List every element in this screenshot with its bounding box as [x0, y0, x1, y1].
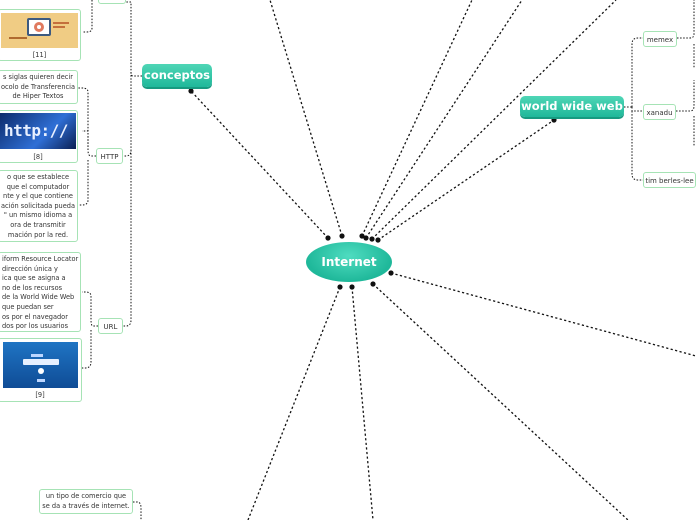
tag-http[interactable]: HTTP	[96, 148, 123, 164]
image-11	[1, 13, 78, 48]
image-caption: [11]	[32, 51, 47, 59]
connector-top-3	[365, 0, 523, 239]
topic-conceptos[interactable]: conceptos	[142, 64, 212, 87]
image-card-9[interactable]: [9]	[0, 338, 82, 402]
topic-world-wide-web[interactable]: world wide web	[520, 96, 624, 117]
image-card-8[interactable]: http:// [8]	[0, 110, 78, 163]
image-8: http://	[0, 113, 76, 149]
image-card-11[interactable]: [11]	[0, 9, 81, 61]
note-url-definition: iform Resource Locator dirección única y…	[0, 252, 81, 332]
connector-top-2	[361, 0, 473, 237]
partial-tag-top[interactable]	[98, 0, 126, 4]
note-http-acronym: s siglas quieren decir ocolo de Transfer…	[0, 70, 78, 104]
image-9	[3, 342, 78, 388]
tag-tim-berners-lee[interactable]: tim berles-lee	[643, 172, 696, 188]
note-commerce: un tipo de comercio que se da a través d…	[39, 489, 133, 514]
http-address-graphic: http://	[4, 121, 68, 140]
connector-top-1	[269, 0, 343, 237]
illustration-icon	[9, 18, 69, 39]
connector-conceptos	[190, 90, 329, 239]
connector-top-4	[371, 0, 617, 240]
central-topic-internet[interactable]: Internet	[306, 242, 392, 282]
tag-url[interactable]: URL	[98, 318, 123, 334]
connector-right	[390, 272, 696, 357]
note-http-protocol: o que se establece que el computador nte…	[0, 170, 78, 242]
web-diagram-icon	[23, 354, 59, 382]
connector-www	[377, 119, 555, 241]
connector-bottom-3	[372, 283, 629, 520]
tag-xanadu[interactable]: xanadu	[643, 104, 676, 120]
image-caption: [9]	[35, 391, 45, 399]
image-caption: [8]	[33, 153, 43, 161]
connector-bottom-1	[247, 286, 341, 520]
tag-memex[interactable]: memex	[643, 31, 677, 47]
connector-bottom-2	[351, 286, 374, 520]
